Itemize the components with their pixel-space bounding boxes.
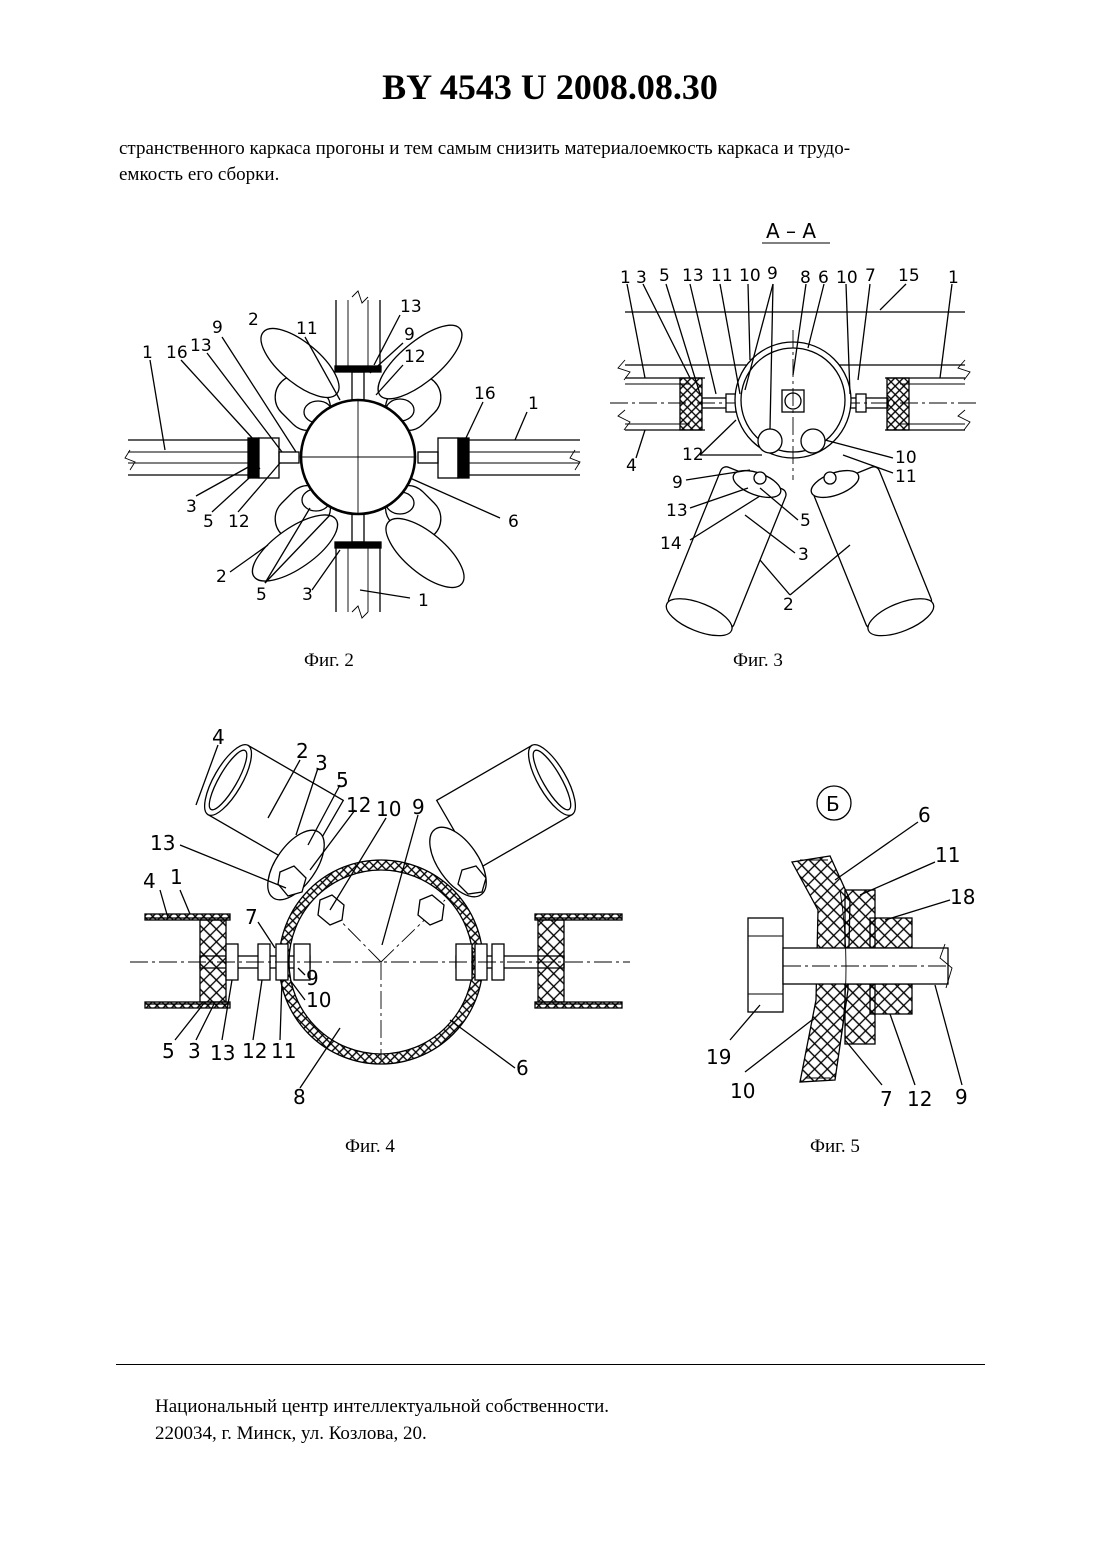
fig2-label: 1 — [142, 343, 153, 363]
fig4-label: 6 — [516, 1056, 529, 1080]
fig5-label: 10 — [730, 1079, 755, 1103]
fig2-label: 11 — [296, 319, 318, 339]
footer: Национальный центр интеллектуальной собс… — [155, 1393, 609, 1447]
fig3-label: 10 — [895, 448, 917, 468]
figure-3-drawing: А – А — [610, 219, 980, 643]
fig2-label: 9 — [212, 318, 223, 338]
fig4-label: 11 — [271, 1039, 296, 1063]
fig2-label: 1 — [418, 591, 429, 611]
fig5-label: 7 — [880, 1087, 893, 1111]
fig3-label: 8 — [800, 268, 811, 288]
fig3-label: 3 — [798, 545, 809, 565]
fig5-caption: Фиг. 5 — [810, 1136, 860, 1158]
fig3-label: 9 — [672, 473, 683, 493]
fig2-label: 12 — [228, 512, 250, 532]
fig2-label: 16 — [166, 343, 188, 363]
fig3-label: 10 — [739, 266, 761, 286]
fig3-label: 13 — [666, 501, 688, 521]
fig3-label: 13 — [682, 266, 704, 286]
fig3-label: 12 — [682, 445, 704, 465]
fig5-label: 11 — [935, 843, 960, 867]
fig4-label: 1 — [170, 865, 183, 889]
fig2-label: 12 — [404, 347, 426, 367]
fig4-label: 2 — [296, 739, 309, 763]
fig2-label: 6 — [508, 512, 519, 532]
fig4-label: 9 — [412, 795, 425, 819]
fig5-label: 12 — [907, 1087, 932, 1111]
fig4-label: 9 — [306, 966, 319, 990]
fig3-label: 2 — [783, 595, 794, 615]
fig5-label: 18 — [950, 885, 975, 909]
fig4-label: 5 — [336, 768, 349, 792]
fig2-label: 2 — [248, 310, 259, 330]
fig4-label: 12 — [242, 1039, 267, 1063]
fig3-label: 10 — [836, 268, 858, 288]
fig2-label: 5 — [256, 585, 267, 605]
fig3-label: 4 — [626, 456, 637, 476]
fig4-label: 4 — [143, 869, 156, 893]
fig5-label: 19 — [706, 1045, 731, 1069]
fig4-caption: Фиг. 4 — [345, 1136, 395, 1158]
fig4-label: 13 — [150, 831, 175, 855]
figure-2-drawing: 1 16 13 9 2 11 13 9 12 16 1 3 5 12 6 2 5… — [125, 291, 580, 618]
fig2-label: 3 — [302, 585, 313, 605]
fig3-label: 5 — [659, 266, 670, 286]
fig2-label: 13 — [190, 336, 212, 356]
fig4-label: 7 — [245, 905, 258, 929]
fig5-detail-mark: Б — [826, 792, 840, 816]
fig3-label: 6 — [818, 268, 829, 288]
figure-5-drawing: Б 6 11 18 — [706, 786, 975, 1111]
fig2-label: 13 — [400, 297, 422, 317]
fig3-label: 5 — [800, 511, 811, 531]
fig4-label: 10 — [306, 988, 331, 1012]
fig4-label: 8 — [293, 1085, 306, 1109]
fig3-label: 1 — [948, 268, 959, 288]
fig3-label: 14 — [660, 534, 682, 554]
footer-divider — [116, 1364, 985, 1365]
fig4-label: 13 — [210, 1041, 235, 1065]
fig3-label: 15 — [898, 266, 920, 286]
fig4-label: 12 — [346, 793, 371, 817]
fig2-label: 16 — [474, 384, 496, 404]
fig4-label: 3 — [188, 1039, 201, 1063]
fig3-label: 7 — [865, 266, 876, 286]
fig2-label: 5 — [203, 512, 214, 532]
fig4-label: 3 — [315, 751, 328, 775]
fig3-label: 11 — [895, 467, 917, 487]
fig3-section-title: А – А — [766, 219, 816, 243]
fig3-label: 3 — [636, 268, 647, 288]
fig4-label: 5 — [162, 1039, 175, 1063]
fig3-label: 11 — [711, 266, 733, 286]
footer-line-2: 220034, г. Минск, ул. Козлова, 20. — [155, 1420, 609, 1447]
fig3-label: 9 — [767, 264, 778, 284]
fig2-label: 3 — [186, 497, 197, 517]
fig3-caption: Фиг. 3 — [733, 650, 783, 672]
fig4-label: 4 — [212, 725, 225, 749]
fig3-label: 1 — [620, 268, 631, 288]
fig5-label: 9 — [955, 1085, 968, 1109]
figure-4-drawing: 4 2 3 5 12 10 9 13 4 1 7 9 10 5 3 13 12 … — [130, 725, 630, 1109]
fig2-label: 2 — [216, 567, 227, 587]
footer-line-1: Национальный центр интеллектуальной собс… — [155, 1393, 609, 1420]
fig4-label: 10 — [376, 797, 401, 821]
fig2-label: 9 — [404, 325, 415, 345]
fig5-label: 6 — [918, 803, 931, 827]
fig2-caption: Фиг. 2 — [304, 650, 354, 672]
fig2-label: 1 — [528, 394, 539, 414]
